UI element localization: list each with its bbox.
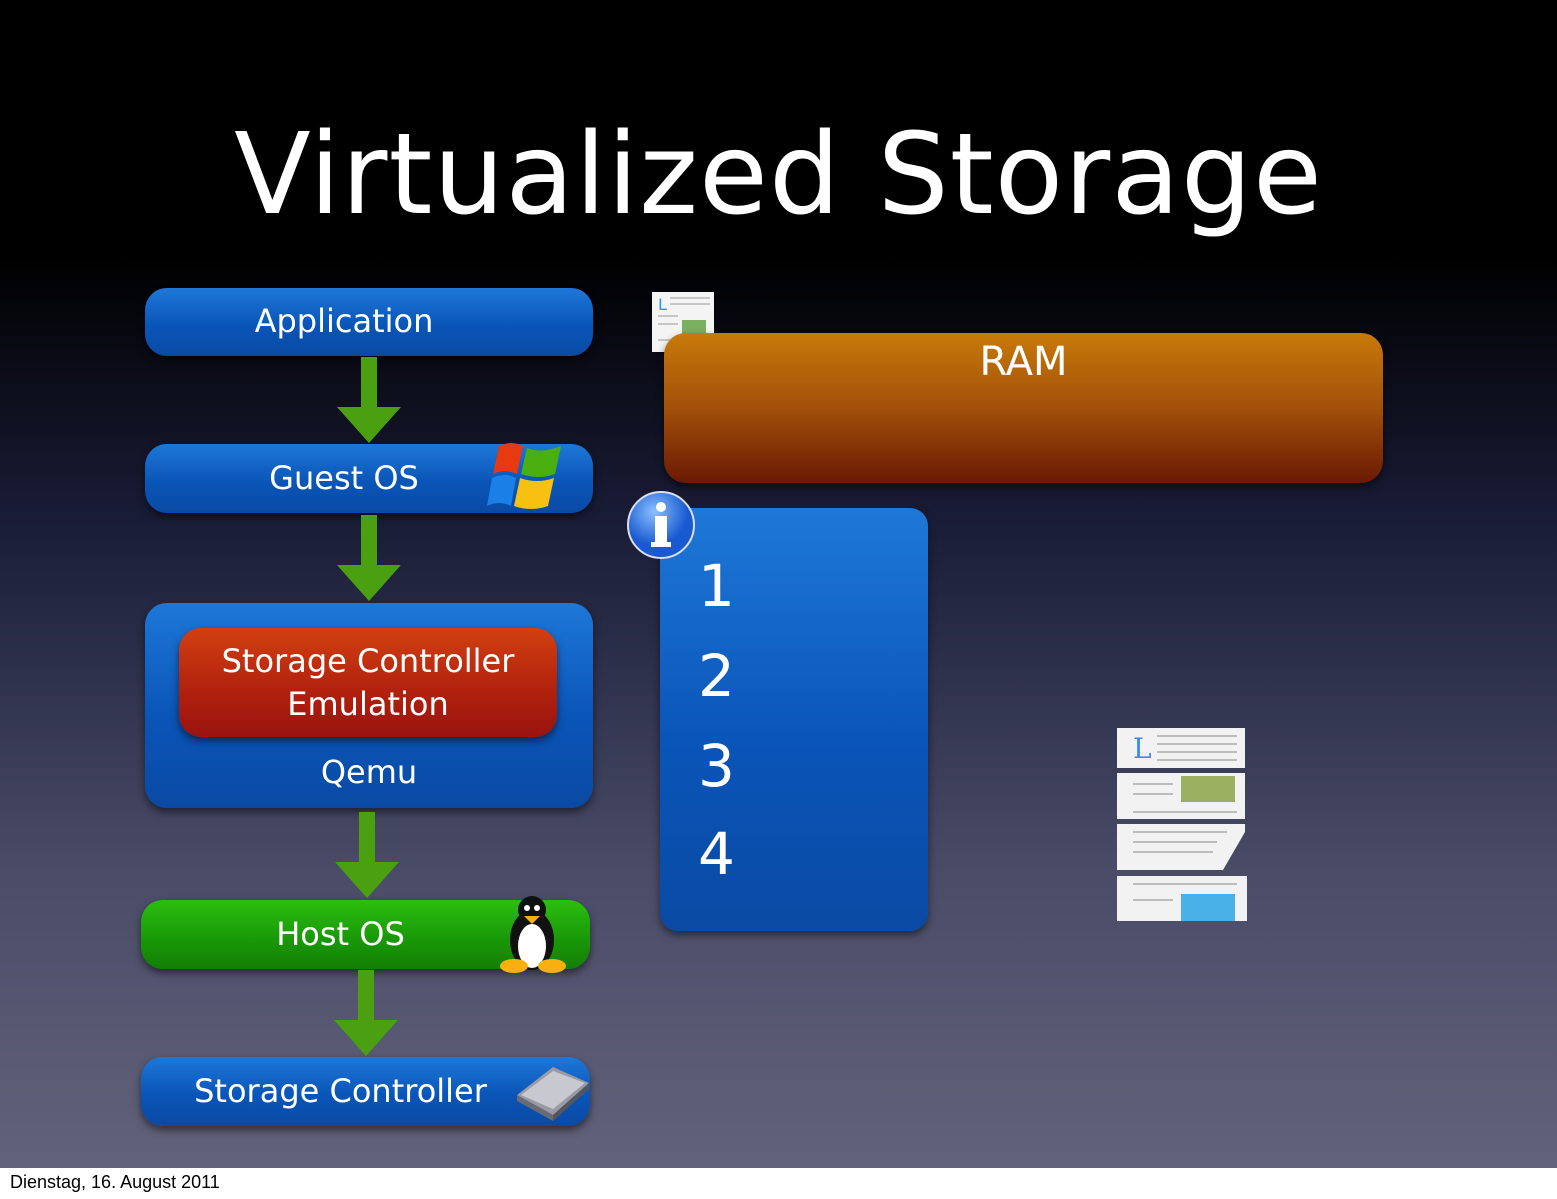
host-os-box: Host OS [141, 896, 590, 973]
chip-icon [517, 1067, 589, 1121]
storage-controller-label: Storage Controller [194, 1072, 487, 1110]
storage-controller-box: Storage Controller [141, 1057, 590, 1126]
footer-date: Dienstag, 16. August 2011 [10, 1172, 220, 1192]
svg-text:L: L [658, 295, 667, 314]
split-document-icon: L [1117, 728, 1247, 921]
ram-label: RAM [979, 339, 1068, 385]
guest-os-label: Guest OS [269, 459, 419, 497]
arrow-down-icon [337, 357, 401, 443]
arrow-down-icon [335, 812, 399, 898]
host-os-label: Host OS [276, 915, 405, 953]
block-number: 4 [698, 820, 735, 888]
tux-penguin-icon [500, 896, 566, 973]
application-box: Application L [145, 288, 714, 356]
ram-box: RAM [664, 333, 1383, 483]
slide: Virtualized Storage Application L Guest … [0, 0, 1557, 1168]
info-icon [627, 491, 695, 559]
arrow-down-icon [337, 515, 401, 601]
block-number: 3 [698, 732, 735, 800]
block-number: 1 [698, 552, 735, 620]
block-column [660, 508, 928, 931]
qemu-box: Storage Controller Emulation Qemu [145, 603, 593, 808]
block-number: 2 [698, 642, 735, 710]
qemu-label: Qemu [320, 753, 418, 791]
slide-title: Virtualized Storage [234, 110, 1323, 240]
guest-os-box: Guest OS [145, 443, 593, 513]
storage-controller-emulation-box: Storage Controller Emulation [179, 628, 557, 737]
application-label: Application [254, 302, 434, 340]
emulation-line1: Storage Controller [221, 642, 515, 680]
arrow-down-icon [334, 970, 398, 1056]
windows-logo-icon [487, 443, 561, 509]
emulation-line2: Emulation [287, 685, 449, 723]
svg-text:L: L [1133, 732, 1152, 765]
